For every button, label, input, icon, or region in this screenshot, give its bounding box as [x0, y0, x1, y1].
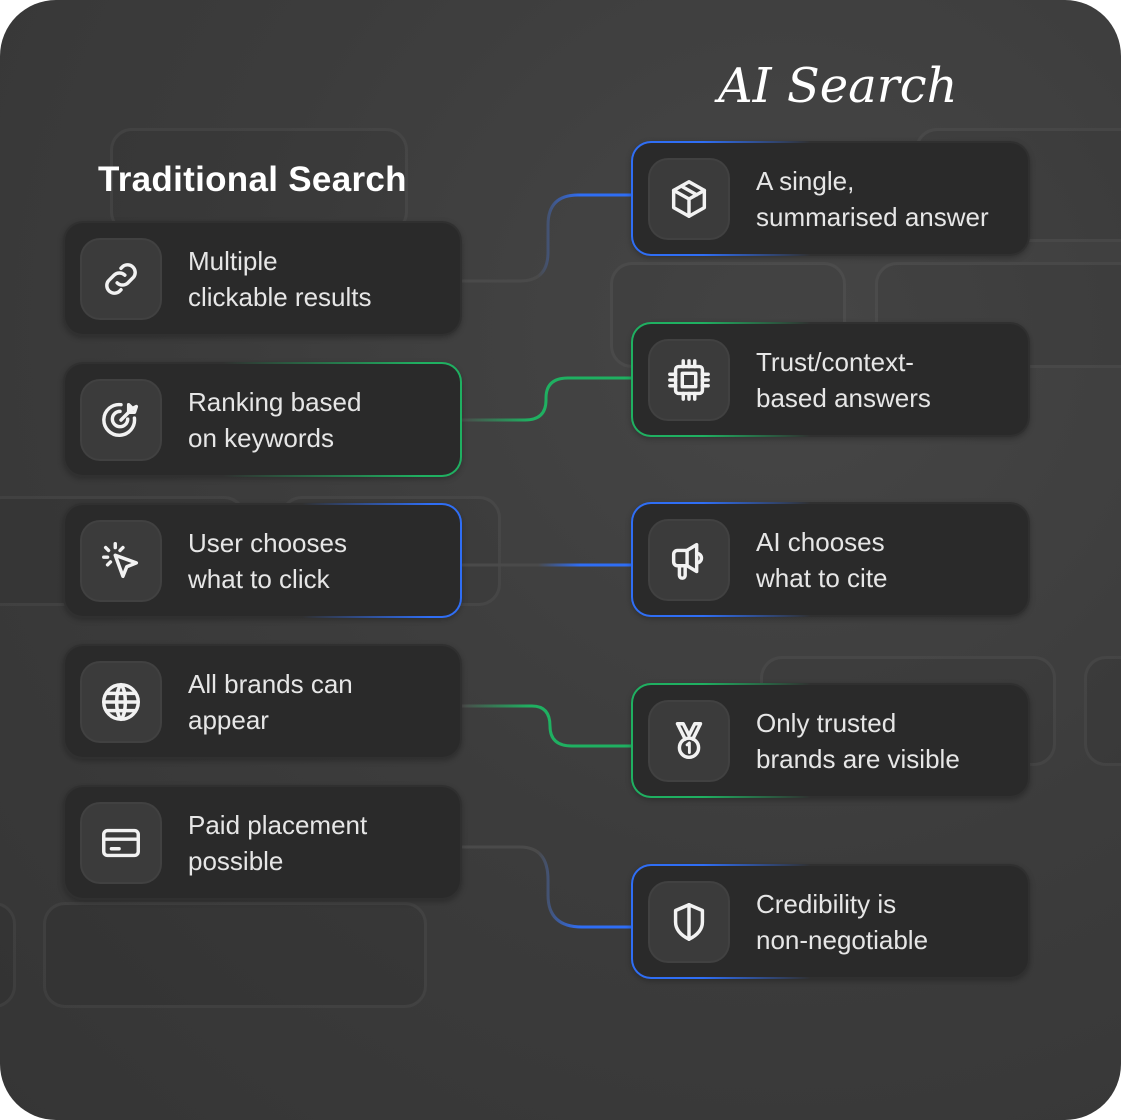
traditional-card-user-chooses: User chooses what to click — [63, 503, 462, 618]
traditional-card-all-brands: All brands can appear — [63, 644, 462, 759]
background-ghost-card — [43, 902, 427, 1008]
globe-icon — [80, 661, 162, 743]
ai-card-ai-chooses: AI chooses what to cite — [631, 502, 1030, 617]
cube-icon — [648, 158, 730, 240]
card-label-line2: non-negotiable — [756, 925, 929, 955]
card-label-line1: User chooses — [188, 528, 347, 558]
card-label-line2: clickable results — [188, 282, 372, 312]
card-label-line1: Paid placement — [188, 810, 368, 840]
connector-2 — [462, 376, 631, 422]
traditional-search-title: Traditional Search — [98, 160, 407, 199]
connector-4 — [462, 704, 631, 748]
ai-search-title: AI Search — [718, 58, 958, 114]
background-ghost-card — [1084, 656, 1121, 766]
connector-1 — [462, 193, 631, 283]
ai-card-trust-context: Trust/context-based answers — [631, 322, 1030, 437]
link-icon — [80, 238, 162, 320]
card-label-line1: All brands can — [188, 669, 353, 699]
ai-card-credibility: Credibility is non-negotiable — [631, 864, 1030, 979]
background-ghost-card — [110, 128, 408, 234]
ai-card-trusted-brands: Only trusted brands are visible — [631, 683, 1030, 798]
connector-5 — [462, 845, 631, 929]
card-label-line1: Multiple — [188, 246, 278, 276]
card-label-line1: AI chooses — [756, 527, 885, 557]
card-label-line1: A single, — [756, 166, 855, 196]
card-label-line1: Credibility is — [756, 889, 897, 919]
traditional-card-keyword-ranking: Ranking based on keywords — [63, 362, 462, 477]
cursor-click-icon — [80, 520, 162, 602]
shield-icon — [648, 881, 730, 963]
megaphone-icon — [648, 519, 730, 601]
card-label-line2: possible — [188, 846, 284, 876]
credit-card-icon — [80, 802, 162, 884]
traditional-card-paid-placement: Paid placement possible — [63, 785, 462, 900]
traditional-card-multiple-results: Multiple clickable results — [63, 221, 462, 336]
card-label-line1: Only trusted — [756, 708, 897, 738]
chip-icon — [648, 339, 730, 421]
card-label-line2: summarised answer — [756, 202, 989, 232]
card-label-line2: what to click — [188, 564, 330, 594]
card-label-line1: Trust/context- — [756, 347, 914, 377]
card-label-line1: Ranking based — [188, 387, 362, 417]
card-label-line2: on keywords — [188, 423, 334, 453]
card-label-line2: brands are visible — [756, 744, 960, 774]
medal-icon — [648, 700, 730, 782]
card-label-line2: appear — [188, 705, 269, 735]
card-label-line2: what to cite — [756, 563, 888, 593]
target-icon — [80, 379, 162, 461]
ai-card-single-answer: A single, summarised answer — [631, 141, 1030, 256]
card-label-line2: based answers — [756, 383, 931, 413]
